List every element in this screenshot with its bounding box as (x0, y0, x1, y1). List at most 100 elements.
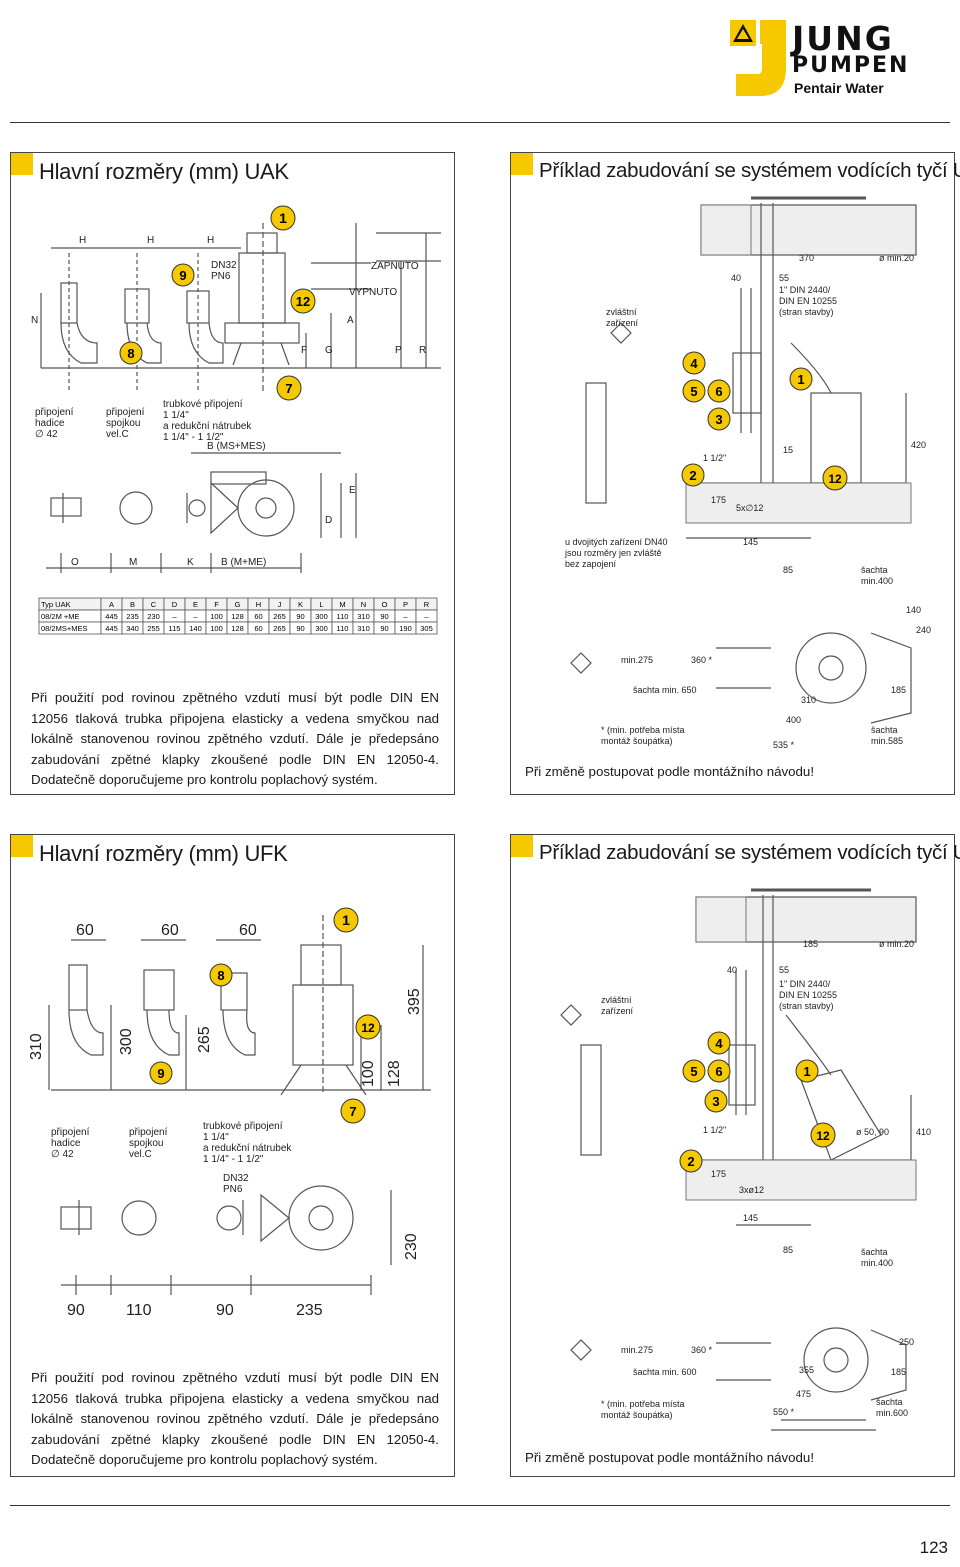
table-cell-text: 110 (337, 624, 349, 633)
svg-text:DIN EN 10255: DIN EN 10255 (779, 296, 837, 306)
callout-8: 9 (179, 268, 186, 283)
svg-text:připojení: připojení (129, 1127, 168, 1138)
conn3-l4: 1 1/4" - 1 1/2" (163, 432, 224, 443)
table-cell-text: 230 (147, 612, 160, 621)
table-cell-text: – (172, 612, 177, 621)
table-cell-text: 340 (126, 624, 139, 633)
dim-o: O (71, 557, 79, 568)
uak-install-title: Příklad zabudování se systémem vodících … (539, 159, 960, 182)
uak-callouts: 1 9 12 8 7 (119, 205, 316, 401)
table-cell-text: 265 (273, 624, 286, 633)
ufk-dim-310: 310 (28, 1033, 45, 1060)
dim-h2: H (147, 235, 154, 246)
ufk-dim-265: 265 (196, 1026, 213, 1053)
uak-note: Při použití pod rovinou zpětného vzdutí … (31, 690, 439, 787)
svg-text:1: 1 (797, 372, 804, 387)
ufk-note: Při použití pod rovinou zpětného vzdutí … (31, 1370, 439, 1467)
svg-text:360 *: 360 * (691, 1345, 713, 1355)
svg-text:145: 145 (743, 537, 758, 547)
svg-text:185: 185 (803, 939, 818, 949)
svg-text:140: 140 (906, 605, 921, 615)
dim-n: N (31, 315, 38, 326)
table-cell-text: 90 (296, 624, 304, 633)
dim-k: K (187, 557, 194, 568)
svg-text:jsou rozměry jen zvláště: jsou rozměry jen zvláště (564, 548, 662, 558)
svg-text:12: 12 (828, 472, 842, 486)
jung-logo-mark-icon (730, 20, 786, 96)
svg-text:šachta: šachta (871, 725, 898, 735)
svg-text:DN32: DN32 (223, 1173, 249, 1184)
ufk-dim-235: 235 (296, 1302, 323, 1319)
uak-dimensions-title: Hlavní rozměry (mm) UAK (39, 159, 289, 184)
svg-text:a redukční nátrubek: a redukční nátrubek (203, 1143, 292, 1154)
table-cell-text: 08/2MS+MES (41, 624, 87, 633)
ufk-install-drawing: 4 5 6 3 1 12 2 185 ø min.20 40 55 1" DIN… (560, 888, 931, 1431)
table-cell-text: 305 (420, 624, 433, 633)
svg-text:zvláštní: zvláštní (606, 307, 637, 317)
svg-text:40: 40 (731, 273, 741, 283)
dim-h3: H (207, 235, 214, 246)
ufk-dim-60a: 60 (76, 922, 94, 939)
svg-text:2: 2 (687, 1154, 694, 1169)
svg-text:šachta: šachta (861, 565, 888, 575)
svg-text:1 1/2": 1 1/2" (703, 453, 726, 463)
conn1-l1: připojení (35, 407, 74, 418)
table-cell (415, 621, 438, 635)
b-ms-label: B (MS+MES) (207, 441, 266, 452)
uak-dimensions-panel: Hlavní rozměry (mm) UAK (10, 152, 455, 795)
svg-text:250: 250 (899, 1337, 914, 1347)
uak-install-note: Při změně postupovat podle montážního ná… (525, 764, 815, 779)
svg-text:6: 6 (715, 384, 722, 399)
zap-label: ZAPNUTO (371, 261, 419, 272)
brand-pentair: Pentair Water (794, 80, 884, 96)
svg-text:(stran stavby): (stran stavby) (779, 307, 834, 317)
svg-text:1 1/2": 1 1/2" (703, 1125, 726, 1135)
svg-text:∅ 42: ∅ 42 (51, 1149, 74, 1160)
table-cell-text: 140 (189, 624, 202, 633)
svg-text:* (min. potřeba místa: * (min. potřeba místa (601, 725, 685, 735)
section-marker (11, 835, 33, 857)
svg-text:1 1/4": 1 1/4" (203, 1132, 229, 1143)
svg-text:3: 3 (715, 412, 722, 427)
svg-text:u dvojitých zařízení DN40: u dvojitých zařízení DN40 (565, 537, 668, 547)
table-cell-text: A (109, 600, 114, 609)
dim-e: E (349, 485, 356, 496)
svg-text:175: 175 (711, 1169, 726, 1179)
ufk-dimensions-panel: Hlavní rozměry (mm) UFK 1 8 12 (10, 834, 455, 1477)
table-cell-text: F (214, 600, 219, 609)
ufk-install-title: Příklad zabudování se systémem vodících … (539, 841, 960, 864)
table-cell-text: P (403, 600, 408, 609)
dim-g: G (325, 345, 333, 356)
b-me-label: B (M+ME) (221, 557, 266, 568)
ufk-install-panel: Příklad zabudování se systémem vodících … (510, 834, 960, 1477)
table-cell-text: Typ UAK (41, 600, 71, 609)
svg-text:185: 185 (891, 685, 906, 695)
conn3-l2: 1 1/4" (163, 410, 189, 421)
table-cell-text: 90 (380, 624, 388, 633)
svg-text:min.400: min.400 (861, 576, 893, 586)
svg-text:1: 1 (342, 912, 350, 928)
table-cell-text: – (193, 612, 198, 621)
svg-text:12: 12 (816, 1129, 830, 1143)
uak-install-callouts: 4 5 6 3 1 12 2 (681, 351, 848, 491)
table-cell-text: 115 (169, 624, 181, 633)
svg-text:85: 85 (783, 1245, 793, 1255)
section-marker (11, 153, 33, 175)
svg-text:(stran stavby): (stran stavby) (779, 1001, 834, 1011)
callout-7: 7 (285, 381, 292, 396)
svg-text:trubkové připojení: trubkové připojení (203, 1121, 283, 1132)
svg-text:připojení: připojení (51, 1127, 90, 1138)
table-cell-text: R (424, 600, 430, 609)
svg-text:2: 2 (689, 468, 696, 483)
table-cell-text: 300 (315, 612, 328, 621)
svg-text:9: 9 (157, 1066, 164, 1081)
table-cell-text: 255 (147, 624, 160, 633)
svg-text:ø min.20: ø min.20 (879, 939, 914, 949)
svg-text:hadice: hadice (51, 1138, 81, 1149)
svg-text:4: 4 (715, 1036, 723, 1051)
ufk-dimensions-title: Hlavní rozměry (mm) UFK (39, 841, 288, 866)
svg-text:400: 400 (786, 715, 801, 725)
table-cell-text: 265 (273, 612, 286, 621)
table-cell-text: G (235, 600, 241, 609)
table-cell-text: 60 (254, 612, 262, 621)
